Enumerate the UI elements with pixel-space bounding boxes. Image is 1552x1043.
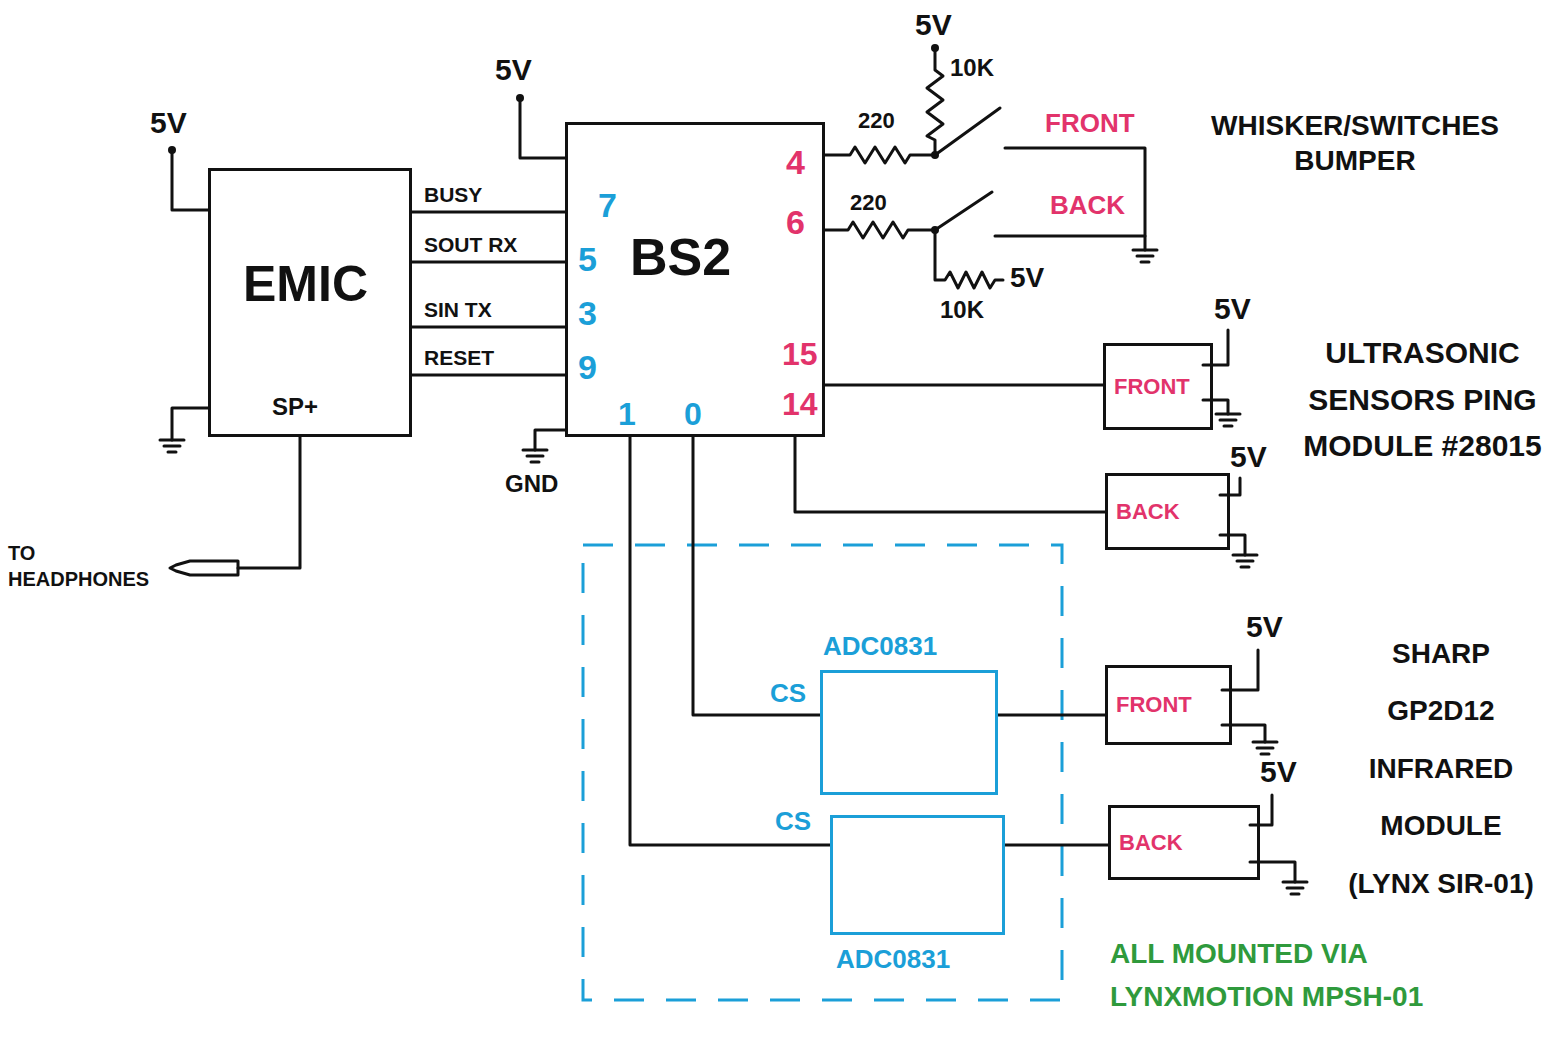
ground-symbol — [1253, 742, 1277, 754]
ground-wire — [535, 430, 565, 450]
pin-number: 4 — [786, 145, 805, 179]
junction-dot — [931, 151, 939, 159]
note-label: ALL MOUNTED VIA LYNXMOTION MPSH-01 — [1110, 932, 1540, 1019]
junction-dot — [931, 226, 939, 234]
ground-symbol — [1283, 882, 1307, 894]
power-wire — [1203, 330, 1228, 365]
ground-symbol — [1133, 250, 1157, 262]
voltage-label: 5V — [1260, 757, 1297, 787]
group-label: SHARP GP2D12 INFRARED MODULE (LYNX SIR-0… — [1336, 625, 1546, 912]
signal-wire — [412, 211, 565, 214]
power-wire — [520, 100, 565, 158]
voltage-label: 5V — [1246, 612, 1283, 642]
sensor-box: BACK — [1105, 473, 1230, 550]
power-wire — [1220, 478, 1240, 495]
signal-wire — [1005, 844, 1108, 847]
pin-number: 15 — [782, 338, 818, 370]
node-text: ADC0831 — [836, 946, 950, 972]
pin-number: 7 — [598, 188, 617, 222]
note-label: TO HEADPHONES — [8, 540, 168, 592]
sensor-box: BACK — [1108, 805, 1260, 880]
resistor-symbol — [825, 222, 935, 238]
resistor-value: 10K — [940, 298, 984, 322]
resistor-value: 220 — [850, 192, 887, 214]
voltage-label: 5V — [150, 108, 187, 138]
ground-symbol — [1216, 414, 1240, 426]
pin-name: CS — [770, 680, 806, 706]
power-dot — [516, 94, 524, 102]
signal-name: SIN TX — [422, 299, 494, 320]
pin-name: CS — [775, 808, 811, 834]
signal-wire — [998, 714, 1105, 717]
voltage-label: 5V — [1010, 264, 1044, 292]
ground-wire — [172, 408, 208, 440]
resistor-symbol — [927, 50, 943, 155]
signal-wire — [630, 437, 830, 845]
switch-label: BACK — [1050, 192, 1125, 218]
sensor-box: FRONT — [1105, 665, 1232, 745]
signal-wire — [412, 374, 565, 377]
ground-symbol — [160, 440, 184, 452]
signal-wire — [795, 437, 1105, 512]
resistor-symbol — [825, 147, 935, 163]
node-text: BACK — [1116, 501, 1227, 523]
adc-box: ADC0831 — [820, 670, 998, 795]
signal-wire — [693, 437, 820, 715]
power-wire — [1250, 795, 1272, 825]
mount-region — [583, 545, 1062, 1000]
pin-number: 3 — [578, 296, 597, 330]
node-text: FRONT — [1116, 694, 1229, 716]
switch-contact — [995, 235, 1145, 238]
ground-wire — [1220, 535, 1245, 555]
pin-number: 9 — [578, 350, 597, 384]
ground-label: GND — [505, 472, 558, 496]
node-text: BS2 — [630, 231, 731, 283]
pin-number: 5 — [578, 242, 597, 276]
ground-wire — [1222, 725, 1265, 742]
switch-label: FRONT — [1045, 110, 1135, 136]
node-text: BACK — [1119, 832, 1257, 854]
headphone-jack — [170, 561, 238, 575]
audio-wire — [238, 437, 300, 568]
ground-symbol — [523, 450, 547, 462]
pin-number: 0 — [684, 398, 702, 430]
signal-wire — [412, 326, 565, 329]
node-text: EMIC — [243, 259, 368, 309]
adc-box: ADC0831 — [830, 815, 1005, 935]
ground-wire — [1203, 400, 1228, 414]
voltage-label: 5V — [495, 55, 532, 85]
power-wire — [172, 152, 208, 210]
power-wire — [1222, 650, 1258, 690]
resistor-value: 220 — [858, 110, 895, 132]
signal-wire — [412, 261, 565, 264]
resistor-symbol — [935, 230, 1003, 288]
pin-number: 6 — [786, 205, 805, 239]
group-label: WHISKER/SWITCHES BUMPER — [1185, 108, 1525, 178]
pin-number: 1 — [618, 398, 636, 430]
power-dot — [931, 44, 939, 52]
signal-name: SOUT RX — [422, 234, 519, 255]
group-label: ULTRASONIC SENSORS PING MODULE #28015 — [1300, 330, 1545, 470]
pin-number: 14 — [782, 388, 818, 420]
signal-name: RESET — [422, 347, 496, 368]
pin-name: SP+ — [272, 395, 318, 419]
power-dot — [168, 146, 176, 154]
switch-blade — [935, 108, 1000, 155]
resistor-value: 10K — [950, 56, 994, 80]
voltage-label: 5V — [915, 10, 952, 40]
sensor-box: FRONT — [1103, 343, 1213, 430]
node-text: ADC0831 — [823, 633, 937, 659]
node-text: FRONT — [1114, 376, 1210, 398]
signal-wire — [825, 384, 1103, 387]
signal-name: BUSY — [422, 184, 484, 205]
voltage-label: 5V — [1230, 442, 1267, 472]
wire-group — [160, 50, 1307, 894]
ground-symbol — [1233, 555, 1257, 567]
voltage-label: 5V — [1214, 294, 1251, 324]
switch-blade — [935, 192, 992, 230]
